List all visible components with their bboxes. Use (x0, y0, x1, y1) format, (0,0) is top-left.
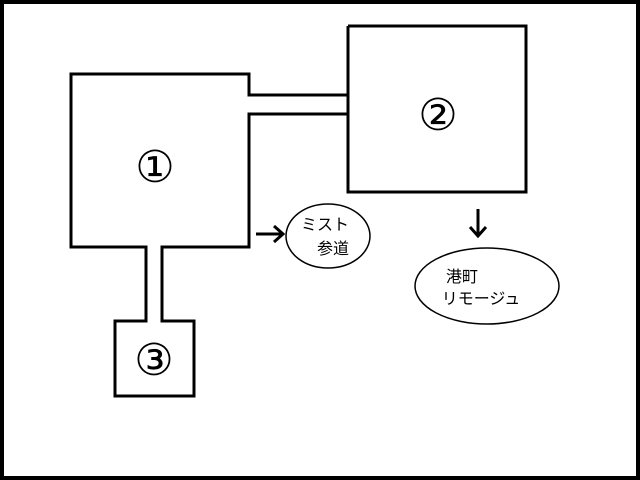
arrow-down-icon (468, 209, 488, 239)
room-3-label: ③ (134, 335, 173, 386)
dest-port-line-1: 港町 (446, 267, 478, 286)
dest-mist-line-2: 参道 (317, 239, 349, 258)
dest-port-line-2: リモージュ (442, 289, 521, 308)
room-1-label: ① (135, 142, 174, 193)
arrow-right-icon (256, 224, 286, 244)
dest-mist-bubble[interactable] (285, 203, 371, 269)
room-2-label: ② (418, 90, 457, 141)
dest-port-bubble[interactable] (414, 247, 560, 325)
room-2-outline[interactable] (346, 24, 528, 194)
dest-mist-line-1: ミスト (301, 215, 349, 234)
